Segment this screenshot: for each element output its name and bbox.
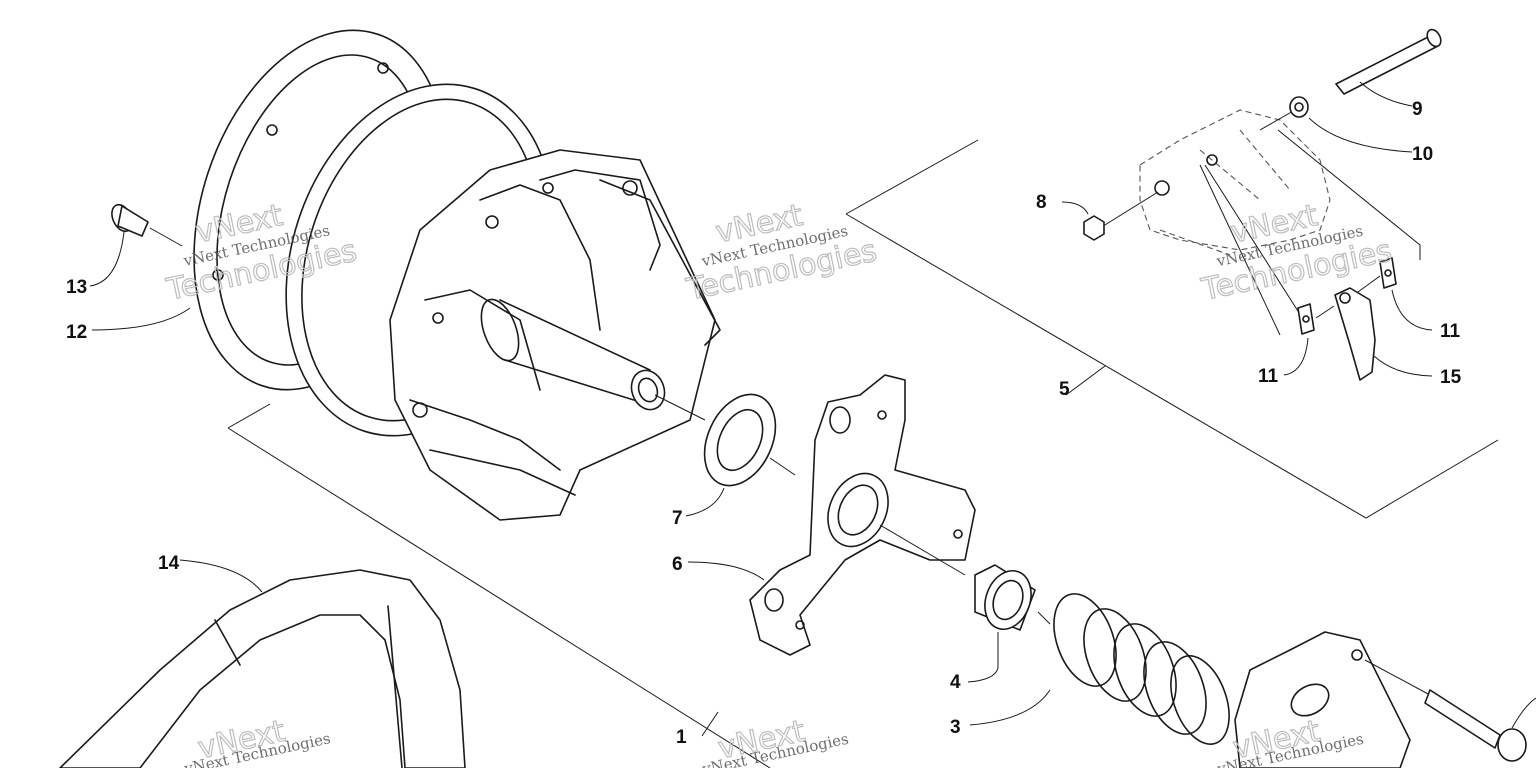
part-14-bolt — [111, 203, 183, 247]
part-5-spider — [749, 374, 976, 656]
part-1-drive-sheave — [285, 83, 721, 521]
leader-6 — [685, 487, 725, 517]
callout-8: 9 — [1412, 99, 1423, 120]
callout-11-left: 11 — [1258, 366, 1279, 387]
callout-14: 13 — [66, 277, 87, 298]
callout-3: 3 — [950, 717, 961, 738]
callout-12: 15 — [1440, 367, 1462, 388]
leader-13 — [91, 307, 191, 331]
watermark-3: vNext vNext Technologies Technologies — [1197, 197, 1395, 308]
callout-15: 14 — [158, 553, 180, 574]
part-15-belt — [59, 559, 466, 768]
part-3-spring — [969, 593, 1230, 745]
part-11-shim-b — [1379, 257, 1433, 331]
part-11-assembly-line — [1315, 275, 1381, 319]
part-9-washer — [1289, 96, 1413, 153]
watermark-5: vNext vNext Technologies — [700, 713, 850, 768]
watermark-2: vNext vNext Technologies Technologies — [682, 197, 880, 308]
callout-9: 10 — [1412, 144, 1433, 165]
part-12-weight — [1334, 287, 1433, 381]
callout-5: 6 — [672, 554, 683, 575]
callout-13: 12 — [66, 322, 87, 343]
callout-7: 5 — [1059, 379, 1070, 400]
part-8-pin — [1335, 28, 1442, 107]
callout-4: 4 — [950, 672, 961, 693]
callout-11-right: 11 — [1440, 321, 1461, 342]
leader-5 — [687, 561, 765, 581]
part-1-bracket — [227, 403, 771, 768]
part-10-nut — [1061, 201, 1105, 241]
callout-10: 8 — [1036, 192, 1047, 213]
part-1-leader — [701, 711, 719, 737]
leader-14 — [89, 231, 125, 287]
callout-6: 7 — [672, 508, 683, 529]
part-11-shim-a — [1283, 303, 1315, 376]
callout-1: 1 — [676, 727, 687, 748]
part-cover-plate — [1234, 631, 1536, 768]
part-7-weight-kit — [845, 109, 1499, 519]
watermark-4: vNext vNext Technologies — [182, 713, 332, 768]
part-4-bushing — [967, 564, 1051, 683]
part-6-washer — [654, 393, 796, 487]
